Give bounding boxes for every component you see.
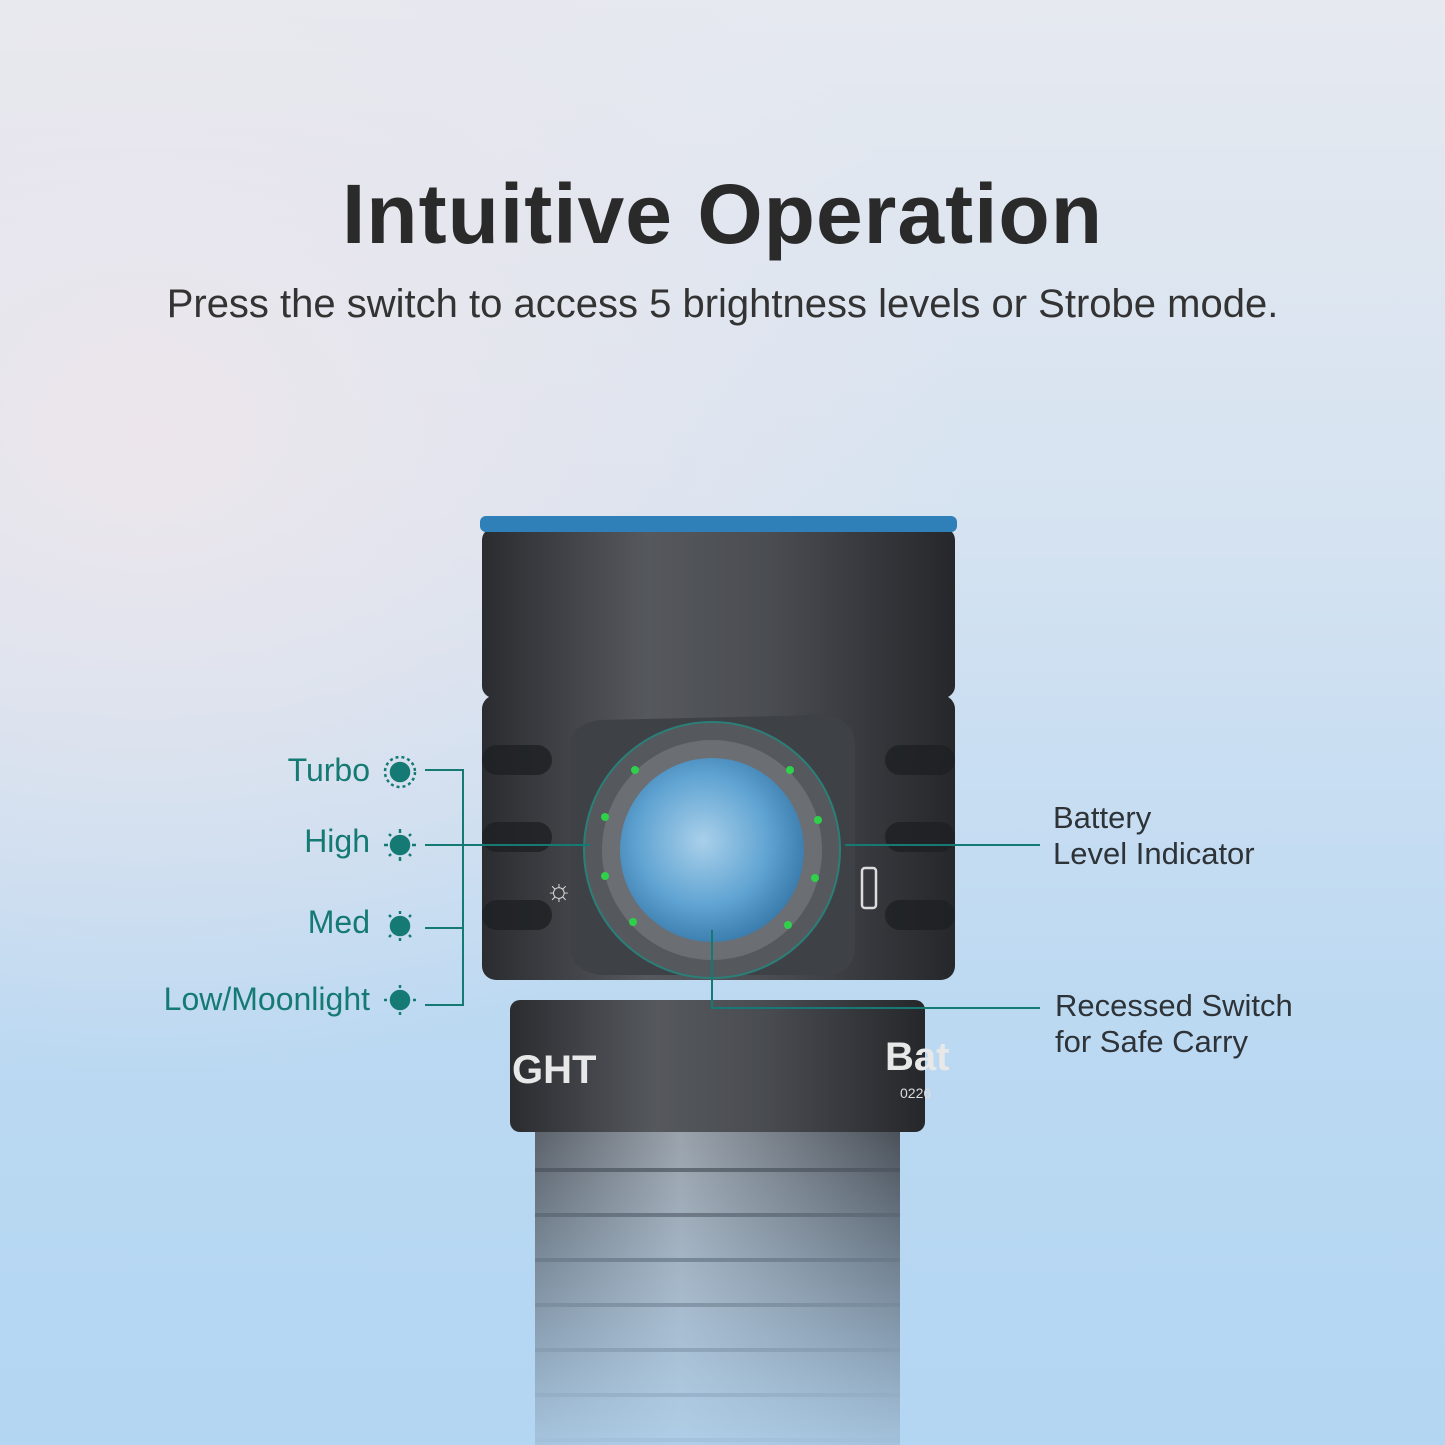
brand-text: GHT [512,1048,596,1092]
mode-label-turbo: Turbo [288,752,370,788]
serial-text: 0226 [900,1085,931,1101]
battery-callout-line1: Battery [1053,800,1152,835]
flashlight-head [482,528,955,698]
brightness-glyph-icon: ☼ [545,874,573,907]
sun-turbo-icon [383,755,417,789]
sun-low-icon [384,985,416,1015]
page-title: Intuitive Operation [341,167,1104,261]
model-text: Bat [885,1035,949,1079]
power-switch-button[interactable] [620,758,804,942]
callout-lines [425,769,1040,1009]
blue-bezel [480,516,957,532]
page-subtitle: Press the switch to access 5 brightness … [166,282,1279,326]
mode-label-low: Low/Moonlight [164,981,370,1017]
tail-ring [510,1000,925,1132]
knurled-body [530,1128,905,1445]
mode-label-high: High [304,823,370,859]
sun-med-icon [388,911,412,941]
battery-glyph-icon [860,866,878,910]
battery-callout-line2: Level Indicator [1053,836,1255,871]
sun-high-icon [384,829,416,861]
mode-label-med: Med [308,904,370,940]
switch-callout-line1: Recessed Switch [1055,988,1293,1023]
switch-callout-line2: for Safe Carry [1055,1024,1248,1059]
battery-indicator-leds [601,766,822,929]
